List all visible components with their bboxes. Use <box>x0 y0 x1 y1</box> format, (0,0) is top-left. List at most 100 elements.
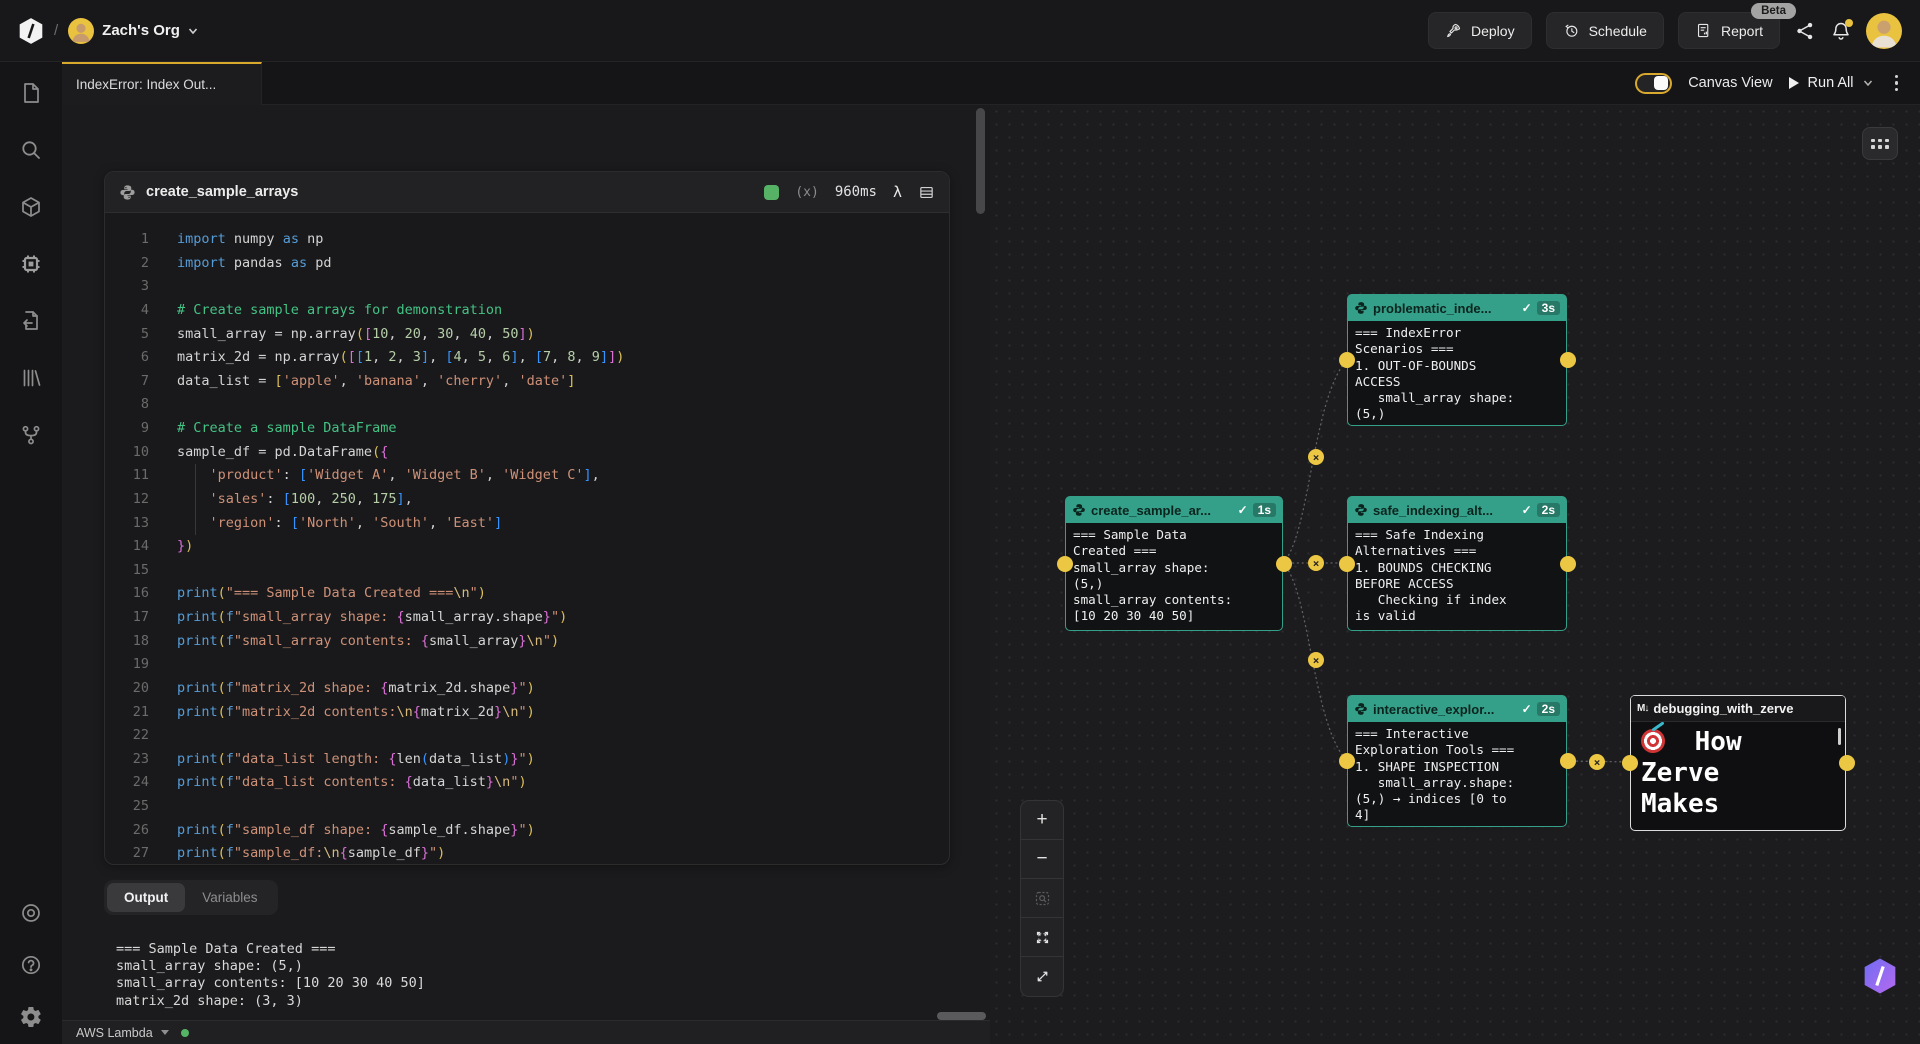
code-line[interactable]: 9# Create a sample DataFrame <box>105 417 949 441</box>
python-icon <box>120 184 135 200</box>
node-port-right[interactable] <box>1559 753 1576 769</box>
node-port-right[interactable] <box>1559 555 1576 572</box>
node-title: create_sample_ar... <box>1091 502 1211 518</box>
code-line[interactable]: 3 <box>105 275 949 299</box>
more-options-kebab[interactable] <box>1889 71 1905 96</box>
dag-canvas[interactable]: × × × × problematic_inde...✓3s=== IndexErro… <box>990 105 1920 1044</box>
share-icon[interactable] <box>1794 20 1816 42</box>
deploy-button[interactable]: Deploy <box>1427 12 1532 49</box>
code-line[interactable]: 22 <box>105 724 949 748</box>
node-scrollbar-thumb[interactable] <box>1838 728 1841 745</box>
node-header[interactable]: problematic_inde...✓3s <box>1348 295 1566 321</box>
code-line[interactable]: 8 <box>105 393 949 417</box>
node-port-left[interactable] <box>1621 755 1638 771</box>
file-icon[interactable] <box>18 80 44 106</box>
node-port-left[interactable] <box>1338 555 1355 572</box>
edge-disconnect-badge[interactable]: × <box>1308 449 1324 465</box>
code-line[interactable]: 25 <box>105 795 949 819</box>
tab-variables[interactable]: Variables <box>202 890 258 905</box>
package-icon[interactable] <box>18 194 44 220</box>
horizontal-scrollbar-thumb[interactable] <box>937 1012 986 1020</box>
run-all-button[interactable]: Run All <box>1788 75 1873 91</box>
line-content: print("=== Sample Data Created ===\n") <box>177 585 486 602</box>
tab-output[interactable]: Output <box>107 883 186 912</box>
node-header[interactable]: create_sample_ar...✓1s <box>1066 497 1282 523</box>
edge-disconnect-badge[interactable]: × <box>1308 652 1324 668</box>
node-port-right[interactable] <box>1275 555 1292 572</box>
fit-view-button[interactable] <box>1021 918 1063 957</box>
code-line[interactable]: 14}) <box>105 535 949 559</box>
canvas-widgets-button[interactable] <box>1862 127 1898 160</box>
vertical-scrollbar-thumb[interactable] <box>976 108 985 214</box>
expand-button[interactable] <box>1021 957 1063 996</box>
table-icon[interactable] <box>918 184 935 201</box>
node-header[interactable]: safe_indexing_alt...✓2s <box>1348 497 1566 523</box>
lambda-icon[interactable]: λ <box>892 183 902 201</box>
zoom-in-button[interactable]: + <box>1021 801 1063 840</box>
file-import-icon[interactable] <box>18 308 44 334</box>
canvas-view-toggle[interactable] <box>1635 72 1673 94</box>
node-port-left[interactable] <box>1056 555 1073 572</box>
node-header[interactable]: M↓debugging_with_zerve <box>1631 696 1845 722</box>
canvas-node-safe_indexing_alternatives[interactable]: safe_indexing_alt...✓2s=== Safe Indexing… <box>1338 496 1576 631</box>
runtime-caret-icon[interactable] <box>160 1030 169 1035</box>
variables-chip[interactable]: (x) <box>795 184 819 200</box>
runtime-selector[interactable]: AWS Lambda <box>76 1025 153 1040</box>
help-icon[interactable] <box>18 952 44 978</box>
code-line[interactable]: 11 'product': ['Widget A', 'Widget B', '… <box>105 464 949 488</box>
line-content <box>149 653 185 677</box>
node-run-time: 2s <box>1536 702 1560 716</box>
code-line[interactable]: 12 'sales': [100, 250, 175], <box>105 487 949 512</box>
node-port-left[interactable] <box>1338 753 1355 769</box>
code-line[interactable]: 15 <box>105 559 949 583</box>
code-line[interactable]: 19 <box>105 653 949 677</box>
settings-gear-icon[interactable] <box>18 1004 44 1030</box>
library-icon[interactable] <box>18 365 44 391</box>
schedule-button[interactable]: Schedule <box>1545 12 1664 49</box>
line-content <box>149 724 185 748</box>
cpu-icon[interactable] <box>18 251 44 277</box>
status-circle-icon[interactable] <box>18 900 44 926</box>
tab-indexerror[interactable]: IndexError: Index Out... <box>62 61 262 105</box>
node-port-right[interactable] <box>1559 352 1576 368</box>
zerve-logo-icon[interactable] <box>18 17 44 45</box>
zoom-to-selection-button[interactable] <box>1021 879 1063 918</box>
git-branch-icon[interactable] <box>18 422 44 448</box>
edge-disconnect-badge[interactable]: × <box>1589 754 1605 770</box>
run-all-chevron-icon[interactable] <box>1863 78 1873 88</box>
canvas-node-problematic_indexing[interactable]: problematic_inde...✓3s=== IndexError Sce… <box>1338 294 1576 426</box>
search-icon[interactable] <box>18 137 44 163</box>
org-switcher[interactable]: Zach's Org <box>68 17 198 44</box>
code-line[interactable]: 13 'region': ['North', 'South', 'East'] <box>105 511 949 536</box>
user-avatar[interactable] <box>1866 12 1902 49</box>
node-port-right[interactable] <box>1838 755 1855 771</box>
notifications-bell-icon[interactable] <box>1830 18 1853 42</box>
zoom-out-button[interactable]: − <box>1021 840 1063 879</box>
line-content: # Create a sample DataFrame <box>177 420 397 436</box>
code-block-header[interactable]: create_sample_arrays (x) 960ms λ <box>105 172 949 213</box>
code-line[interactable]: 4# Create sample arrays for demonstratio… <box>105 299 949 323</box>
node-header[interactable]: interactive_explor...✓2s <box>1348 696 1566 722</box>
canvas-node-interactive_exploration[interactable]: interactive_explor...✓2s=== Interactive … <box>1338 695 1576 827</box>
canvas-node-create_sample_arrays[interactable]: create_sample_ar...✓1s=== Sample Data Cr… <box>1056 496 1292 631</box>
node-port-left[interactable] <box>1338 352 1355 368</box>
edge-disconnect-badge[interactable]: × <box>1308 555 1324 571</box>
